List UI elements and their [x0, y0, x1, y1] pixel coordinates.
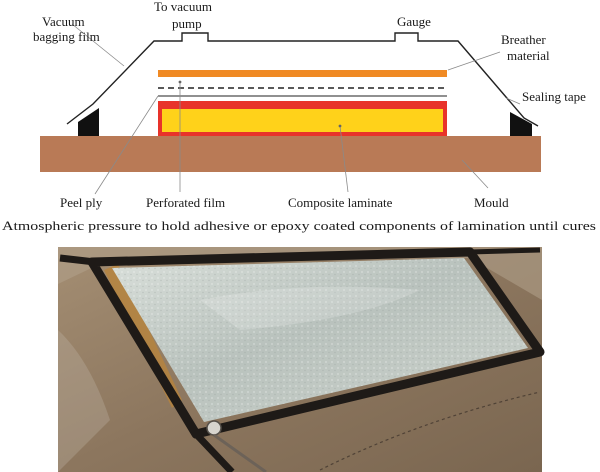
label-perforated-film: Perforated film [146, 195, 225, 210]
label-gauge: Gauge [397, 14, 431, 29]
sealing-tape-right [510, 112, 532, 136]
photo-vacuum-port [206, 420, 222, 436]
photo-floor-mark [319, 391, 541, 471]
label-mould: Mould [474, 195, 509, 210]
photo-laminate-texture [112, 258, 528, 422]
label-vacuum-bagging-film-1: Vacuum [42, 14, 85, 29]
photo-sealing-tape [87, 247, 545, 439]
photo-tape-tail-bottom [193, 431, 235, 472]
mould [40, 136, 541, 172]
vacuum-bagging-photo [58, 247, 545, 472]
photo-tape-tail-right [469, 247, 541, 255]
leader-dot-laminate [338, 124, 342, 128]
vacuum-bagging-film-line [66, 32, 539, 127]
label-breather-material-2: material [507, 48, 550, 63]
schematic: Vacuum bagging film To vacuum pump Gauge… [2, 0, 596, 233]
label-vacuum-bagging-film-2: bagging film [33, 29, 100, 44]
leader-dot-perforated [178, 80, 182, 84]
label-to-vacuum-pump-1: To vacuum [154, 0, 212, 14]
label-composite-laminate: Composite laminate [288, 195, 393, 210]
leader-lines [71, 23, 521, 195]
label-peel-ply: Peel ply [60, 195, 103, 210]
label-to-vacuum-pump-2: pump [172, 16, 202, 31]
caption: Atmospheric pressure to hold adhesive or… [2, 219, 596, 233]
label-breather-material-1: Breather [501, 32, 546, 47]
composite-laminate [162, 109, 443, 132]
photo-vacuum-hose [213, 433, 267, 472]
photo-bag-wrinkle [58, 330, 110, 472]
photo-laminate-highlight [200, 286, 420, 330]
label-sealing-tape: Sealing tape [522, 89, 586, 104]
sealing-tape-left [78, 108, 99, 136]
photo-tape-tail-left [59, 254, 96, 266]
breather-material [158, 70, 447, 77]
